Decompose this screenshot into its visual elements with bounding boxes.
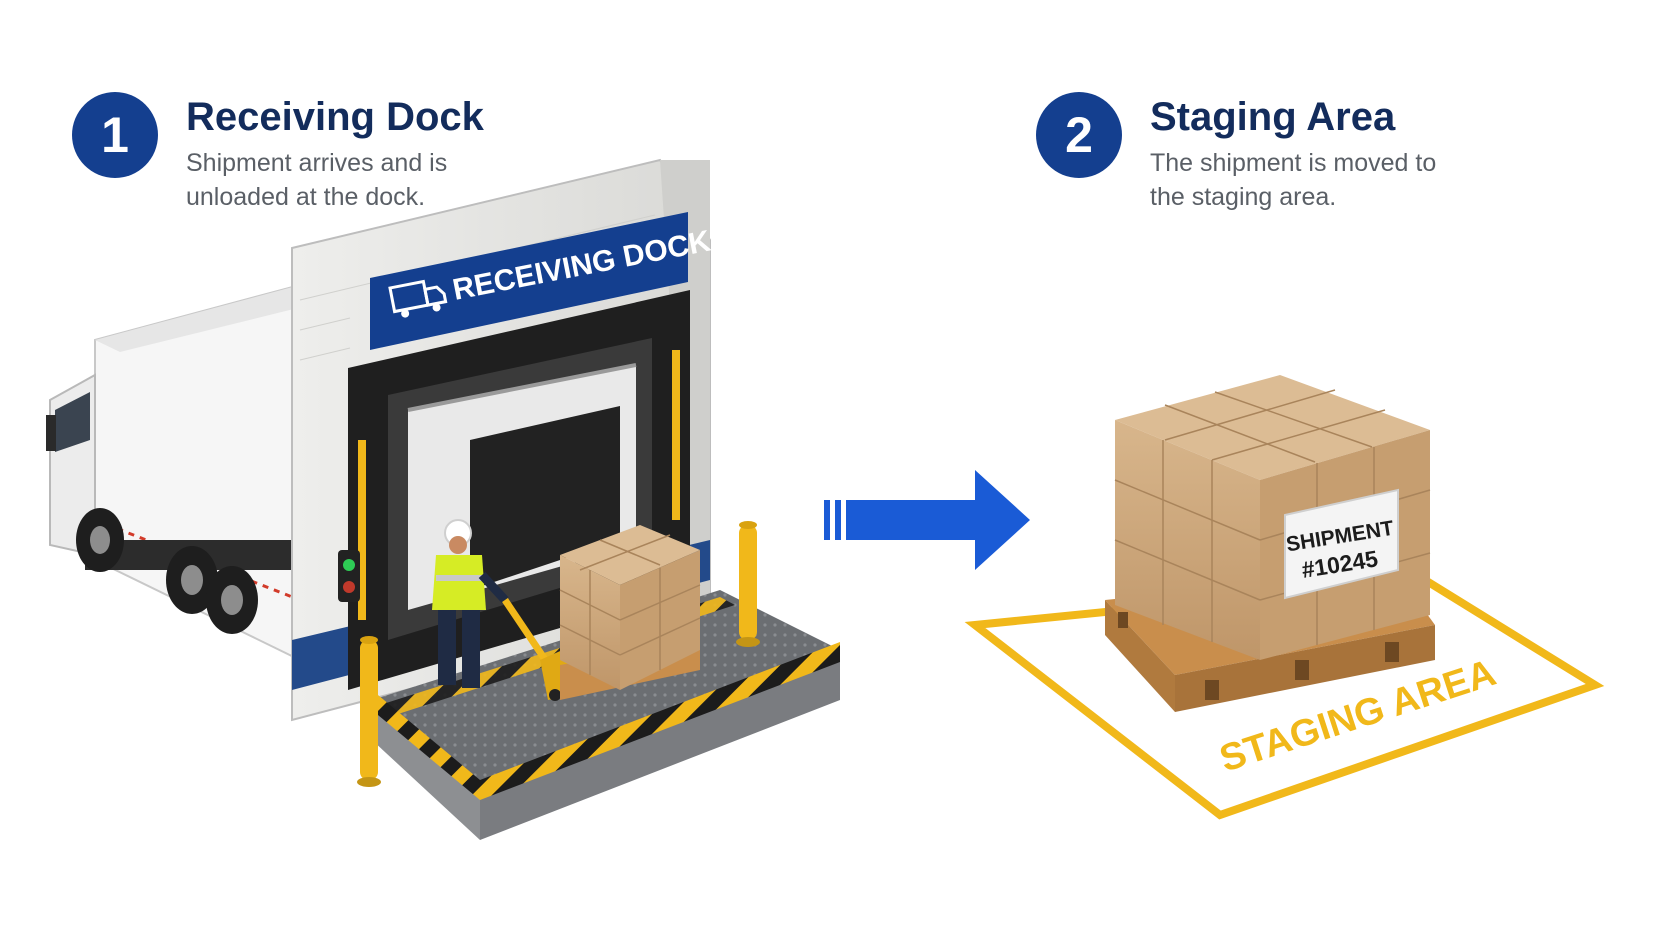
safety-bollard-right: [736, 521, 760, 647]
step-2-title: Staging Area: [1150, 95, 1396, 139]
step-2-badge: 2: [1036, 92, 1122, 178]
truck-icon: [388, 279, 448, 318]
step-1-description: Shipment arrives and is unloaded at the …: [186, 149, 448, 211]
staging-area-illustration: STAGING AREA: [964, 375, 1605, 820]
step-1-text: Receiving Dock Shipment arrives and is u…: [186, 94, 506, 214]
step-2-description: The shipment is moved to the staging are…: [1150, 149, 1437, 211]
step-1: 1 Receiving Dock Shipment arrives and is…: [72, 92, 506, 214]
step-2: 2 Staging Area The shipment is moved to …: [1036, 92, 1470, 214]
step-1-title: Receiving Dock: [186, 95, 484, 139]
step-2-text: Staging Area The shipment is moved to th…: [1150, 94, 1470, 214]
arrow-right-icon: [824, 470, 1030, 570]
shipment-label: SHIPMENT #10245: [1284, 488, 1399, 600]
step-1-badge: 1: [72, 92, 158, 178]
dock-signal-light: [338, 550, 360, 602]
pallet-boxes-dock: [559, 525, 701, 700]
safety-bollard-left: [357, 636, 381, 787]
truck: [46, 283, 330, 662]
receiving-dock-illustration: RECEIVING DOCK 1: [46, 158, 840, 840]
warehouse-worker: [432, 519, 509, 688]
